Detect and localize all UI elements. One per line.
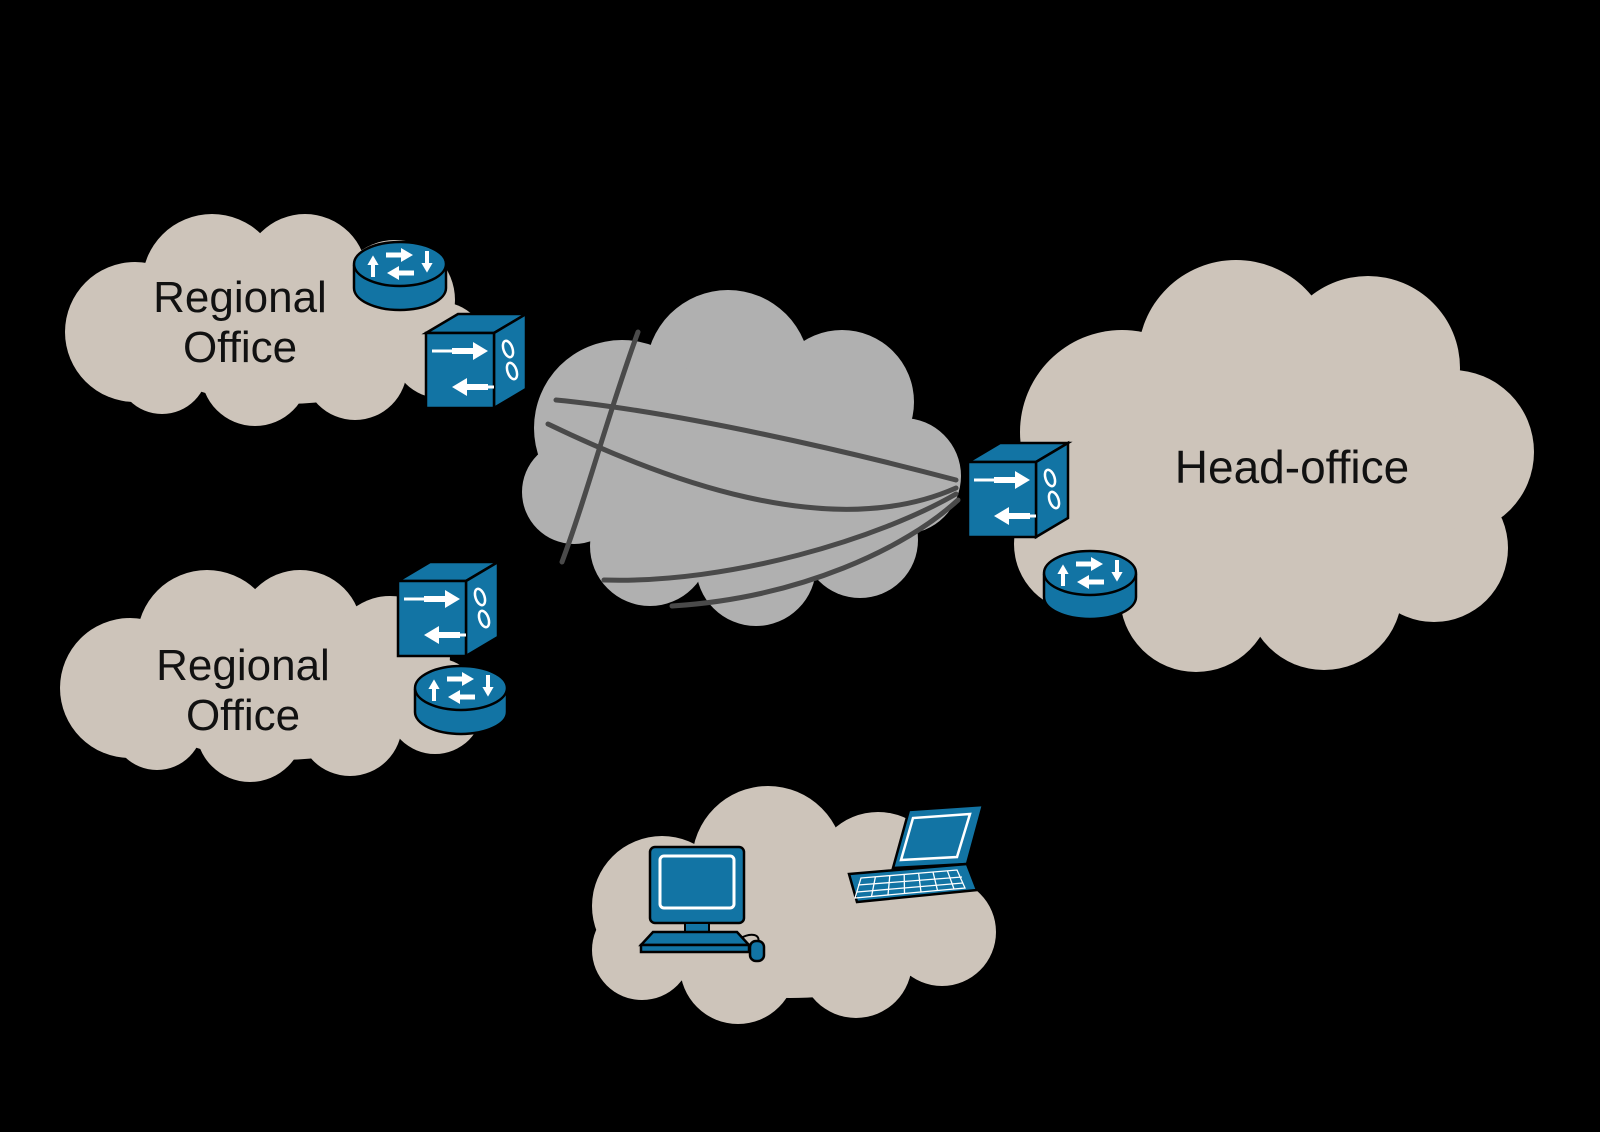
router-icon xyxy=(415,666,507,734)
wan-cloud xyxy=(522,290,961,626)
wan-link-line xyxy=(601,491,959,583)
regional-office-2-label-line1: Regional xyxy=(156,641,330,690)
router-icon xyxy=(1044,551,1136,619)
wan-links xyxy=(545,329,961,609)
wan-link-line xyxy=(669,497,961,609)
wan-link-line xyxy=(545,421,959,512)
router-icon xyxy=(354,242,446,310)
head-office-label: Head-office xyxy=(1175,441,1409,493)
vpn-concentrator-icon xyxy=(968,443,1068,537)
vpn-concentrator-icon xyxy=(398,562,498,656)
wan-link-line xyxy=(553,397,959,483)
regional-office-1-label-line1: Regional xyxy=(153,273,327,322)
vpn-concentrator-icon xyxy=(426,314,526,408)
wan-link-line xyxy=(559,329,641,565)
regional-office-1-label-line2: Office xyxy=(183,323,297,372)
regional-office-2-label-line2: Office xyxy=(186,691,300,740)
